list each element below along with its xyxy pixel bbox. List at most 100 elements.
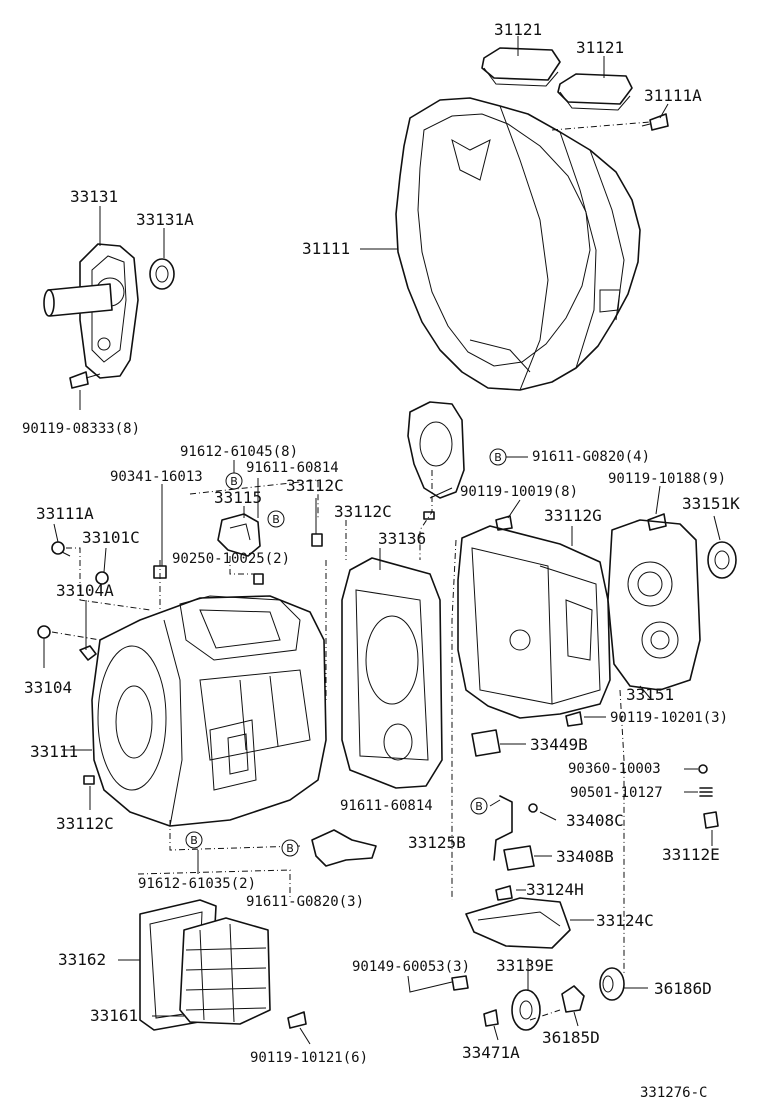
leader-lines (43, 36, 721, 1045)
label-90341-16013: 90341-16013 (110, 469, 203, 485)
diagram-code: 331276-C (640, 1085, 707, 1101)
label-33136: 33136 (378, 529, 426, 548)
assembly-line-33111a (66, 547, 151, 611)
part-33104-bolt (37, 625, 51, 639)
label-33151k: 33151K (682, 494, 740, 513)
assembly-line-31111a (551, 121, 651, 131)
label-33112c-mid: 33112C (334, 502, 392, 521)
svg-text:B: B (494, 451, 502, 464)
label-33104a: 33104A (56, 581, 114, 600)
svg-text:B: B (190, 834, 198, 847)
assembly-line-33104 (51, 631, 101, 641)
label-91611-60814-top: 91611-60814 (246, 460, 339, 476)
label-36185d: 36185D (542, 1028, 600, 1047)
part-31111-bell-housing (395, 97, 641, 391)
part-33111-transmission-case (91, 595, 327, 827)
part-33131-extension-cover (43, 243, 139, 379)
part-33408c-washer (528, 803, 538, 813)
part-33131a-oil-seal (149, 258, 175, 290)
part-33408b-sensor (493, 795, 535, 871)
label-33124c: 33124C (596, 911, 654, 930)
part-33111a-bolt-left (51, 541, 71, 557)
part-31121-gasket-right (557, 73, 633, 111)
label-90149-60053: 90149-60053(3) (352, 959, 470, 975)
part-36186d-sleeve (599, 967, 625, 1001)
assembly-line-housing (451, 539, 457, 900)
label-33115: 33115 (214, 488, 262, 507)
b-marker-91611-60814: B (470, 797, 488, 815)
assembly-line-bottom (169, 820, 301, 851)
label-33471a: 33471A (462, 1043, 520, 1062)
label-33112c-top: 33112C (286, 476, 344, 495)
b-marker-case-bottom: B (185, 831, 203, 849)
label-90250-10025: 90250-10025(2) (172, 551, 290, 567)
label-91612-61035: 91612-61035(2) (138, 876, 256, 892)
part-90119-10188-bolt (647, 513, 667, 531)
label-91612-61045: 91612-61045(8) (180, 444, 298, 460)
svg-text:B: B (286, 842, 294, 855)
label-90119-10188: 90119-10188(9) (608, 471, 726, 487)
part-33115-bracket (217, 513, 261, 557)
label-33151: 33151 (626, 685, 674, 704)
part-33112c-pin-top (311, 533, 323, 547)
label-33112g: 33112G (544, 506, 602, 525)
label-33408b: 33408B (556, 847, 614, 866)
label-33161: 33161 (90, 1006, 138, 1025)
part-31121-gasket-left (481, 47, 561, 87)
b-marker-upper-right: B (489, 448, 507, 466)
label-90119-08333: 90119-08333(8) (22, 421, 140, 437)
part-90119-10121-bolt (287, 1011, 307, 1029)
part-90119-08333-bolt (69, 371, 101, 389)
label-33162: 33162 (58, 950, 106, 969)
part-33136-upper-plate (407, 401, 465, 499)
label-90119-10019: 90119-10019(8) (460, 484, 578, 500)
part-90119-10019-bolt (495, 515, 513, 531)
part-33124h-bolt (495, 885, 513, 901)
part-33471a-gear (483, 989, 541, 1031)
label-31121-right: 31121 (576, 38, 624, 57)
label-31111: 31111 (302, 239, 350, 258)
label-33111a-left: 33111A (36, 504, 94, 523)
part-90149-60053-screw (451, 975, 469, 991)
part-33112c-pin-bottom (83, 775, 95, 785)
label-36186d: 36186D (654, 979, 712, 998)
label-33408c: 33408C (566, 811, 624, 830)
assembly-line-33136-pin (419, 470, 433, 560)
part-90501-10127-spring (699, 787, 713, 797)
assembly-line-33151 (619, 689, 625, 974)
part-33104a-washer (79, 645, 97, 661)
part-33161-cover (179, 917, 271, 1025)
part-33449b-clamp (471, 729, 501, 757)
label-91611-g0820-3: 91611-G0820(3) (246, 894, 364, 910)
label-33139e: 33139E (496, 956, 554, 975)
svg-text:B: B (475, 800, 483, 813)
part-33101c-plug (95, 571, 109, 585)
label-33125b: 33125B (408, 833, 466, 852)
part-90119-10201-bolt (565, 711, 583, 727)
part-33136-pin (423, 511, 435, 520)
label-90360-10003: 90360-10003 (568, 761, 661, 777)
part-33151-rear-cover (607, 519, 701, 691)
label-91611-60814-mid: 91611-60814 (340, 798, 433, 814)
label-33124h: 33124H (526, 880, 584, 899)
part-33151k-oil-seal (707, 541, 737, 579)
svg-text:B: B (272, 513, 280, 526)
svg-text:B: B (230, 475, 238, 488)
label-90501-10127: 90501-10127 (570, 785, 663, 801)
label-31111a-top: 31111A (644, 86, 702, 105)
label-33104: 33104 (24, 678, 72, 697)
label-31121-left: 31121 (494, 20, 542, 39)
label-33131: 33131 (70, 187, 118, 206)
label-33449b: 33449B (530, 735, 588, 754)
part-33124c-guard (465, 897, 571, 949)
part-33125b-bracket (311, 829, 377, 867)
part-36185d-gear (561, 985, 585, 1013)
label-33112e: 33112E (662, 845, 720, 864)
label-90119-10201: 90119-10201(3) (610, 710, 728, 726)
label-33111: 33111 (30, 742, 78, 761)
label-90119-10121: 90119-10121(6) (250, 1050, 368, 1066)
assembly-line-90250 (229, 556, 260, 575)
b-marker-33115: B (267, 510, 285, 528)
part-33112e-plug (703, 811, 719, 829)
